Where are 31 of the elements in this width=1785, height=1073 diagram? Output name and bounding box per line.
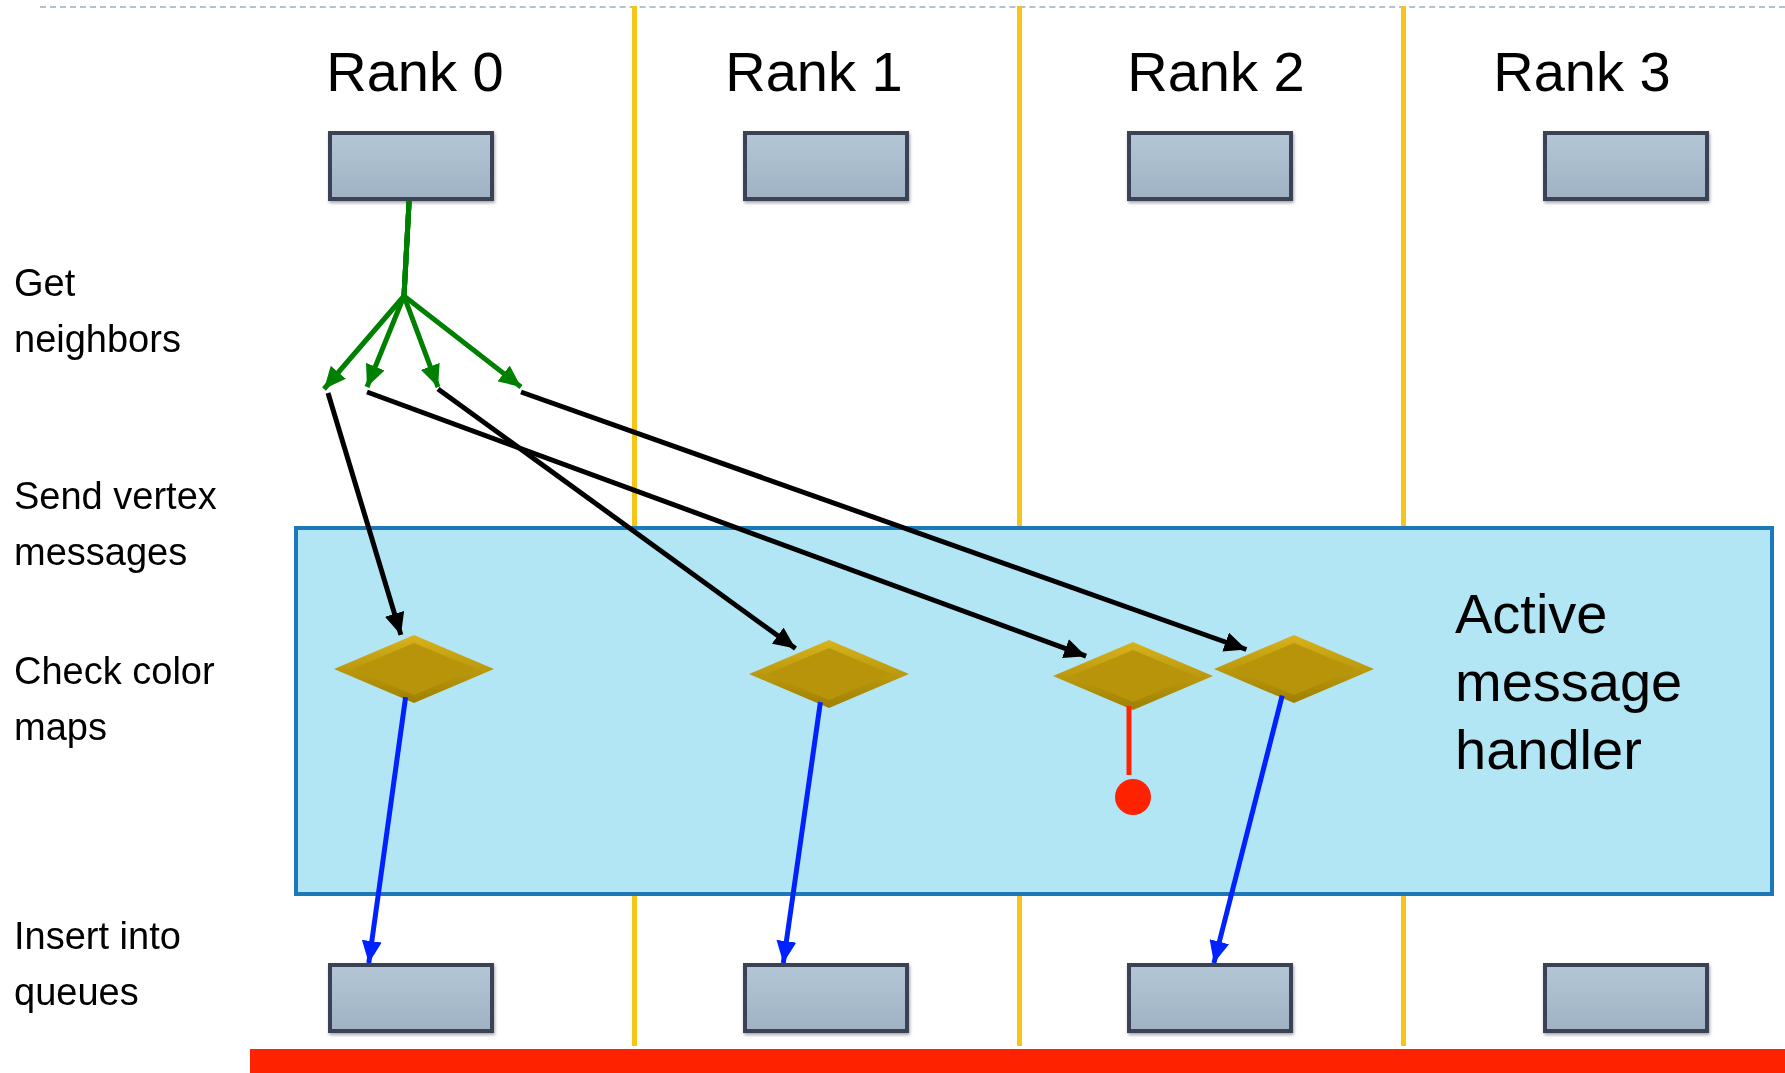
diamond-marker [1214, 635, 1374, 703]
queue-box [328, 963, 494, 1033]
queue-box [1543, 963, 1709, 1033]
step-label: Send vertex messages [14, 474, 218, 575]
step-label: Check color maps [14, 649, 216, 750]
queue-box [328, 131, 494, 201]
rank-label: Rank 2 [1127, 39, 1305, 105]
arrow [325, 392, 405, 636]
arrow [1209, 695, 1285, 964]
arrow [361, 696, 409, 964]
dot-marker [1115, 779, 1151, 815]
diamond-marker [1053, 642, 1213, 710]
handler-band [294, 526, 1774, 896]
arrow [401, 200, 523, 389]
arrow [366, 389, 1087, 659]
arrow [776, 701, 823, 964]
arrow [520, 389, 1248, 652]
diamond-marker [749, 640, 909, 708]
arrow [436, 386, 797, 651]
queue-box [1543, 131, 1709, 201]
queue-box [743, 131, 909, 201]
rank-label: Rank 0 [326, 39, 504, 105]
queue-box [1127, 131, 1293, 201]
queue-box [743, 963, 909, 1033]
rank-label: Rank 1 [725, 39, 903, 105]
diamond-marker [334, 635, 494, 703]
queue-box [1127, 963, 1293, 1033]
band-title: Active message handler [1455, 581, 1684, 783]
step-label: Insert into queues [14, 914, 182, 1015]
step-label: Get neighbors [14, 261, 182, 362]
rank-label: Rank 3 [1493, 39, 1671, 105]
